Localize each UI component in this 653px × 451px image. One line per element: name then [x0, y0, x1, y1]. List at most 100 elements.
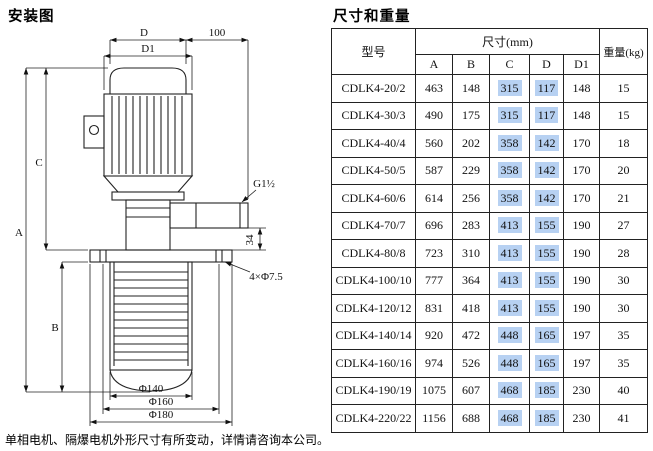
- model-cell: CDLK4-140/14: [331, 321, 416, 350]
- dim-d-cell: 155: [529, 294, 564, 323]
- dim-d-cell: 142: [529, 129, 564, 158]
- dim-c-value: 413: [497, 299, 522, 316]
- model-cell: CDLK4-100/10: [331, 266, 416, 295]
- dim-label-34: 34: [244, 234, 256, 246]
- dim-c-cell: 413: [489, 211, 530, 240]
- dim-a-cell: 490: [415, 101, 453, 130]
- dim-d-cell: 155: [529, 266, 564, 295]
- table-row: CDLK4-20/2 463 148 315 117 148 15: [331, 74, 648, 103]
- dimensions-weight-table: 型号 尺寸(mm) 重量(kg) A B C D D1 CDLK4-20/2 4…: [331, 28, 648, 433]
- dim-c-value: 468: [497, 409, 522, 426]
- model-cell: CDLK4-60/6: [331, 184, 416, 213]
- terminal-box-hole: [88, 124, 100, 136]
- model-cell: CDLK4-50/5: [331, 156, 416, 185]
- flange-plate: [111, 191, 185, 201]
- dim-d-value: 117: [534, 107, 559, 124]
- motor-flange: [102, 175, 194, 193]
- ext-lines-top: [103, 40, 249, 199]
- dim-a-cell: 1156: [415, 404, 453, 433]
- weight-cell: 35: [599, 349, 648, 378]
- model-cell: CDLK4-80/8: [331, 239, 416, 268]
- dim-d-value: 155: [534, 299, 559, 316]
- table-body: CDLK4-20/2 463 148 315 117 148 15 CDLK4-…: [331, 74, 648, 433]
- ext-lines-left: [26, 67, 150, 393]
- dim-d1-cell: 190: [563, 294, 600, 323]
- pump-barrel: [109, 261, 193, 371]
- dim-d-cell: 155: [529, 211, 564, 240]
- table-row: CDLK4-120/12 831 418 413 155 190 30: [331, 294, 648, 323]
- dim-c-cell: 315: [489, 74, 530, 103]
- dim-c-cell: 468: [489, 404, 530, 433]
- dim-a-cell: 614: [415, 184, 453, 213]
- installation-drawing: D 100 D1 A C B G1½ 34 4×Φ7.5 Φ140 Φ160 Φ…: [15, 27, 283, 426]
- dim-d-cell: 165: [529, 321, 564, 350]
- dim-d1-cell: 170: [563, 129, 600, 158]
- dim-d1-cell: 230: [563, 404, 600, 433]
- dim-d-value: 155: [534, 217, 559, 234]
- motor-fins: [111, 96, 183, 174]
- table-row: CDLK4-100/10 777 364 413 155 190 30: [331, 266, 648, 295]
- dim-c-cell: 448: [489, 321, 530, 350]
- dim-b-cell: 283: [452, 211, 490, 240]
- dim-d1-cell: 230: [563, 376, 600, 405]
- dim-d-cell: 142: [529, 156, 564, 185]
- dim-d1-cell: 190: [563, 266, 600, 295]
- spec-table-section: 型号 尺寸(mm) 重量(kg) A B C D D1 CDLK4-20/2 4…: [331, 28, 648, 433]
- plate-holes: [99, 250, 223, 262]
- dim-a-cell: 560: [415, 129, 453, 158]
- dim-c-cell: 468: [489, 376, 530, 405]
- motor-fan-cover: [109, 67, 187, 95]
- pump-head-ribs: [126, 207, 170, 218]
- header-sub-b: B: [452, 54, 490, 75]
- model-cell: CDLK4-120/12: [331, 294, 416, 323]
- dim-d1-cell: 190: [563, 239, 600, 268]
- dim-b-cell: 202: [452, 129, 490, 158]
- dim-label-bolt-holes: 4×Φ7.5: [249, 271, 283, 283]
- model-cell: CDLK4-20/2: [331, 74, 416, 103]
- weight-cell: 35: [599, 321, 648, 350]
- header-row-2: A B C D D1: [332, 54, 648, 75]
- footnote: 单相电机、隔爆电机外形尺寸有所变动，详情请咨询本公司。: [5, 433, 330, 447]
- table-row: CDLK4-160/16 974 526 448 165 197 35: [331, 349, 648, 378]
- terminal-box: [83, 115, 105, 149]
- pipe-flanges: [195, 203, 241, 228]
- dim-label-b: B: [51, 322, 58, 334]
- model-cell: CDLK4-70/7: [331, 211, 416, 240]
- dim-c-value: 358: [497, 162, 522, 179]
- model-cell: CDLK4-190/19: [331, 376, 416, 405]
- dim-a-cell: 1075: [415, 376, 453, 405]
- dim-d-value: 185: [534, 409, 559, 426]
- dim-label-g-thread: G1½: [253, 178, 275, 190]
- dim-b-cell: 688: [452, 404, 490, 433]
- table-row: CDLK4-80/8 723 310 413 155 190 28: [331, 239, 648, 268]
- dim-d-value: 165: [534, 354, 559, 371]
- dimensions-weight-title: 尺寸和重量: [333, 9, 411, 25]
- dim-label-c: C: [35, 157, 42, 169]
- header-weight: 重量(kg): [599, 28, 648, 75]
- dim-label-a: A: [15, 227, 23, 239]
- dim-d-cell: 185: [529, 404, 564, 433]
- weight-cell: 15: [599, 101, 648, 130]
- dim-d-value: 142: [534, 189, 559, 206]
- dim-d-cell: 117: [529, 74, 564, 103]
- dim-d1-cell: 148: [563, 74, 600, 103]
- dim-a-cell: 831: [415, 294, 453, 323]
- ext-lines-bottom: [89, 264, 233, 426]
- dim-d1-cell: 190: [563, 211, 600, 240]
- dim-d-value: 142: [534, 162, 559, 179]
- dim-c-cell: 358: [489, 129, 530, 158]
- table-row: CDLK4-30/3 490 175 315 117 148 15: [331, 101, 648, 130]
- table-row: CDLK4-190/19 1075 607 468 185 230 40: [331, 376, 648, 405]
- dim-d-value: 142: [534, 134, 559, 151]
- dim-b-cell: 526: [452, 349, 490, 378]
- dim-a-cell: 920: [415, 321, 453, 350]
- dim-c-value: 358: [497, 189, 522, 206]
- weight-cell: 30: [599, 294, 648, 323]
- header-sub-c: C: [489, 54, 530, 75]
- dim-a-cell: 587: [415, 156, 453, 185]
- weight-cell: 21: [599, 184, 648, 213]
- discharge-pipe: [169, 202, 249, 229]
- dim-d-value: 165: [534, 327, 559, 344]
- dim-c-cell: 413: [489, 266, 530, 295]
- dim-label-phi160: Φ160: [149, 396, 174, 408]
